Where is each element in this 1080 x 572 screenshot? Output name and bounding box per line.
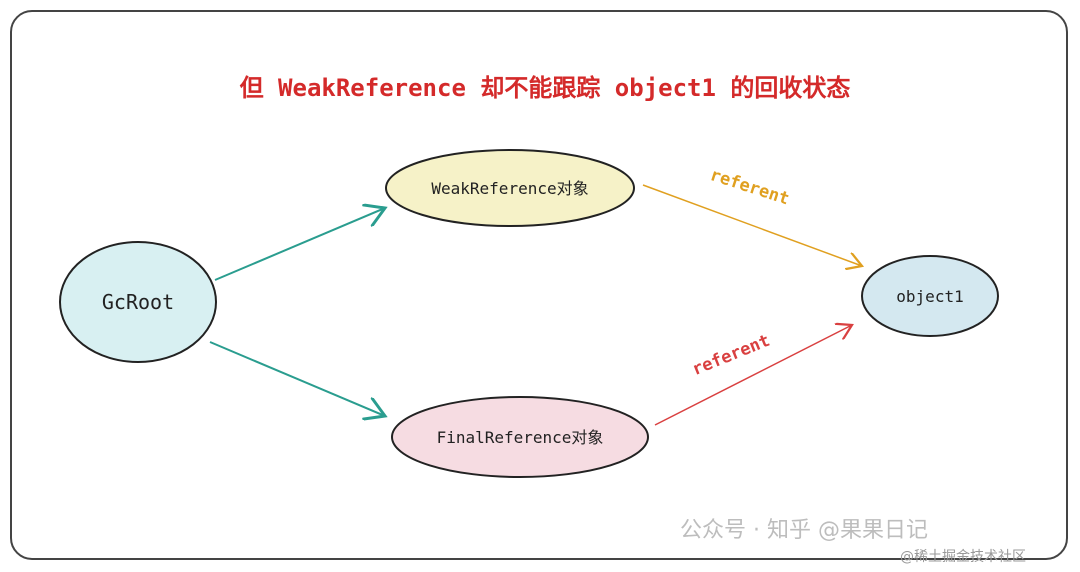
edge-label-weak: referent — [708, 165, 792, 209]
watermark-sub: @稀土掘金技术社区 — [900, 549, 1026, 565]
node-gcroot — [59, 241, 217, 363]
edge-label-final: referent — [689, 331, 772, 380]
node-finalreference — [391, 396, 649, 478]
diagram-title: 但 WeakReference 却不能跟踪 object1 的回收状态 — [240, 74, 851, 102]
diagram-frame — [10, 10, 1068, 560]
edge-gcroot-weak — [214, 208, 385, 281]
node-object1-label: object1 — [896, 287, 963, 306]
node-finalreference-label: FinalReference对象 — [437, 428, 604, 447]
watermark-main: 公众号 · 知乎 @果果日记 — [680, 518, 928, 543]
edge-gcroot-final — [209, 341, 385, 416]
node-object1 — [861, 255, 999, 337]
edge-final-object1 — [654, 325, 852, 426]
node-weakreference — [385, 149, 635, 227]
node-gcroot-label: GcRoot — [102, 290, 174, 314]
edge-weak-object1 — [642, 184, 862, 266]
node-weakreference-label: WeakReference对象 — [431, 179, 588, 198]
